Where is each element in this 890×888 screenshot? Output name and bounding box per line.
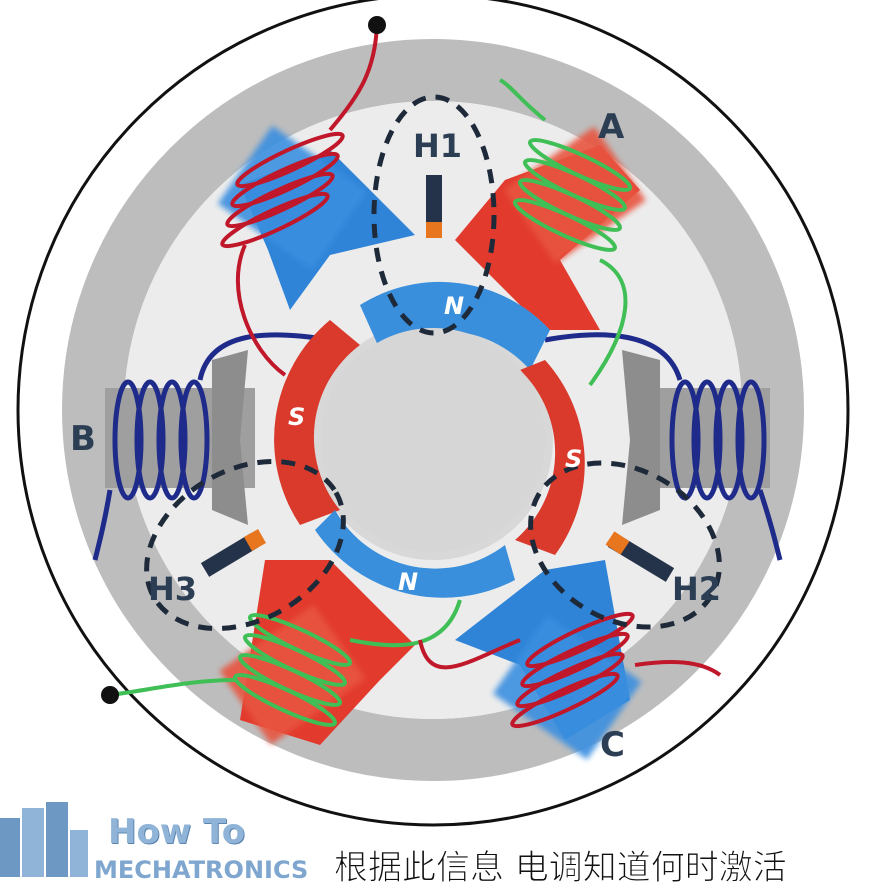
phase-label-a: A bbox=[598, 107, 625, 147]
phase-c-bottom-coil bbox=[418, 611, 722, 729]
terminal-dot-top bbox=[368, 16, 386, 34]
phase-label-c: C bbox=[600, 725, 625, 765]
rotor-pole-n-top: N bbox=[444, 292, 464, 320]
phase-a-bottom-pole bbox=[219, 560, 415, 745]
phase-c-top-coil bbox=[220, 24, 379, 377]
logo-subtitle: MECHATRONICS bbox=[94, 856, 309, 884]
hall-sensor-h2 bbox=[528, 460, 722, 630]
hall-sensor-h3 bbox=[144, 458, 346, 632]
phase-a-top-coil bbox=[498, 78, 633, 387]
terminal-dot-left bbox=[101, 686, 119, 704]
hall-label-h2: H2 bbox=[672, 570, 721, 608]
rotor bbox=[274, 281, 585, 598]
outer-circle bbox=[16, 0, 850, 827]
phase-label-b: B bbox=[70, 419, 96, 459]
hall-sensor-h1 bbox=[371, 94, 497, 336]
video-subtitle: 根据此信息 电调知道何时激活 bbox=[334, 848, 788, 888]
building-logo-icon bbox=[0, 802, 88, 877]
phase-a-bottom-coil bbox=[109, 599, 462, 727]
hall-label-h3: H3 bbox=[148, 570, 197, 608]
logo-title: How To bbox=[108, 812, 246, 852]
stator-ring bbox=[62, 39, 804, 781]
rotor-pole-s-left: S bbox=[288, 403, 305, 431]
hall-label-h1: H1 bbox=[413, 127, 462, 165]
phase-b-left-coil bbox=[92, 332, 331, 561]
rotor-pole-n-bottom: N bbox=[398, 568, 418, 596]
rotor-pole-s-right: S bbox=[565, 445, 582, 473]
